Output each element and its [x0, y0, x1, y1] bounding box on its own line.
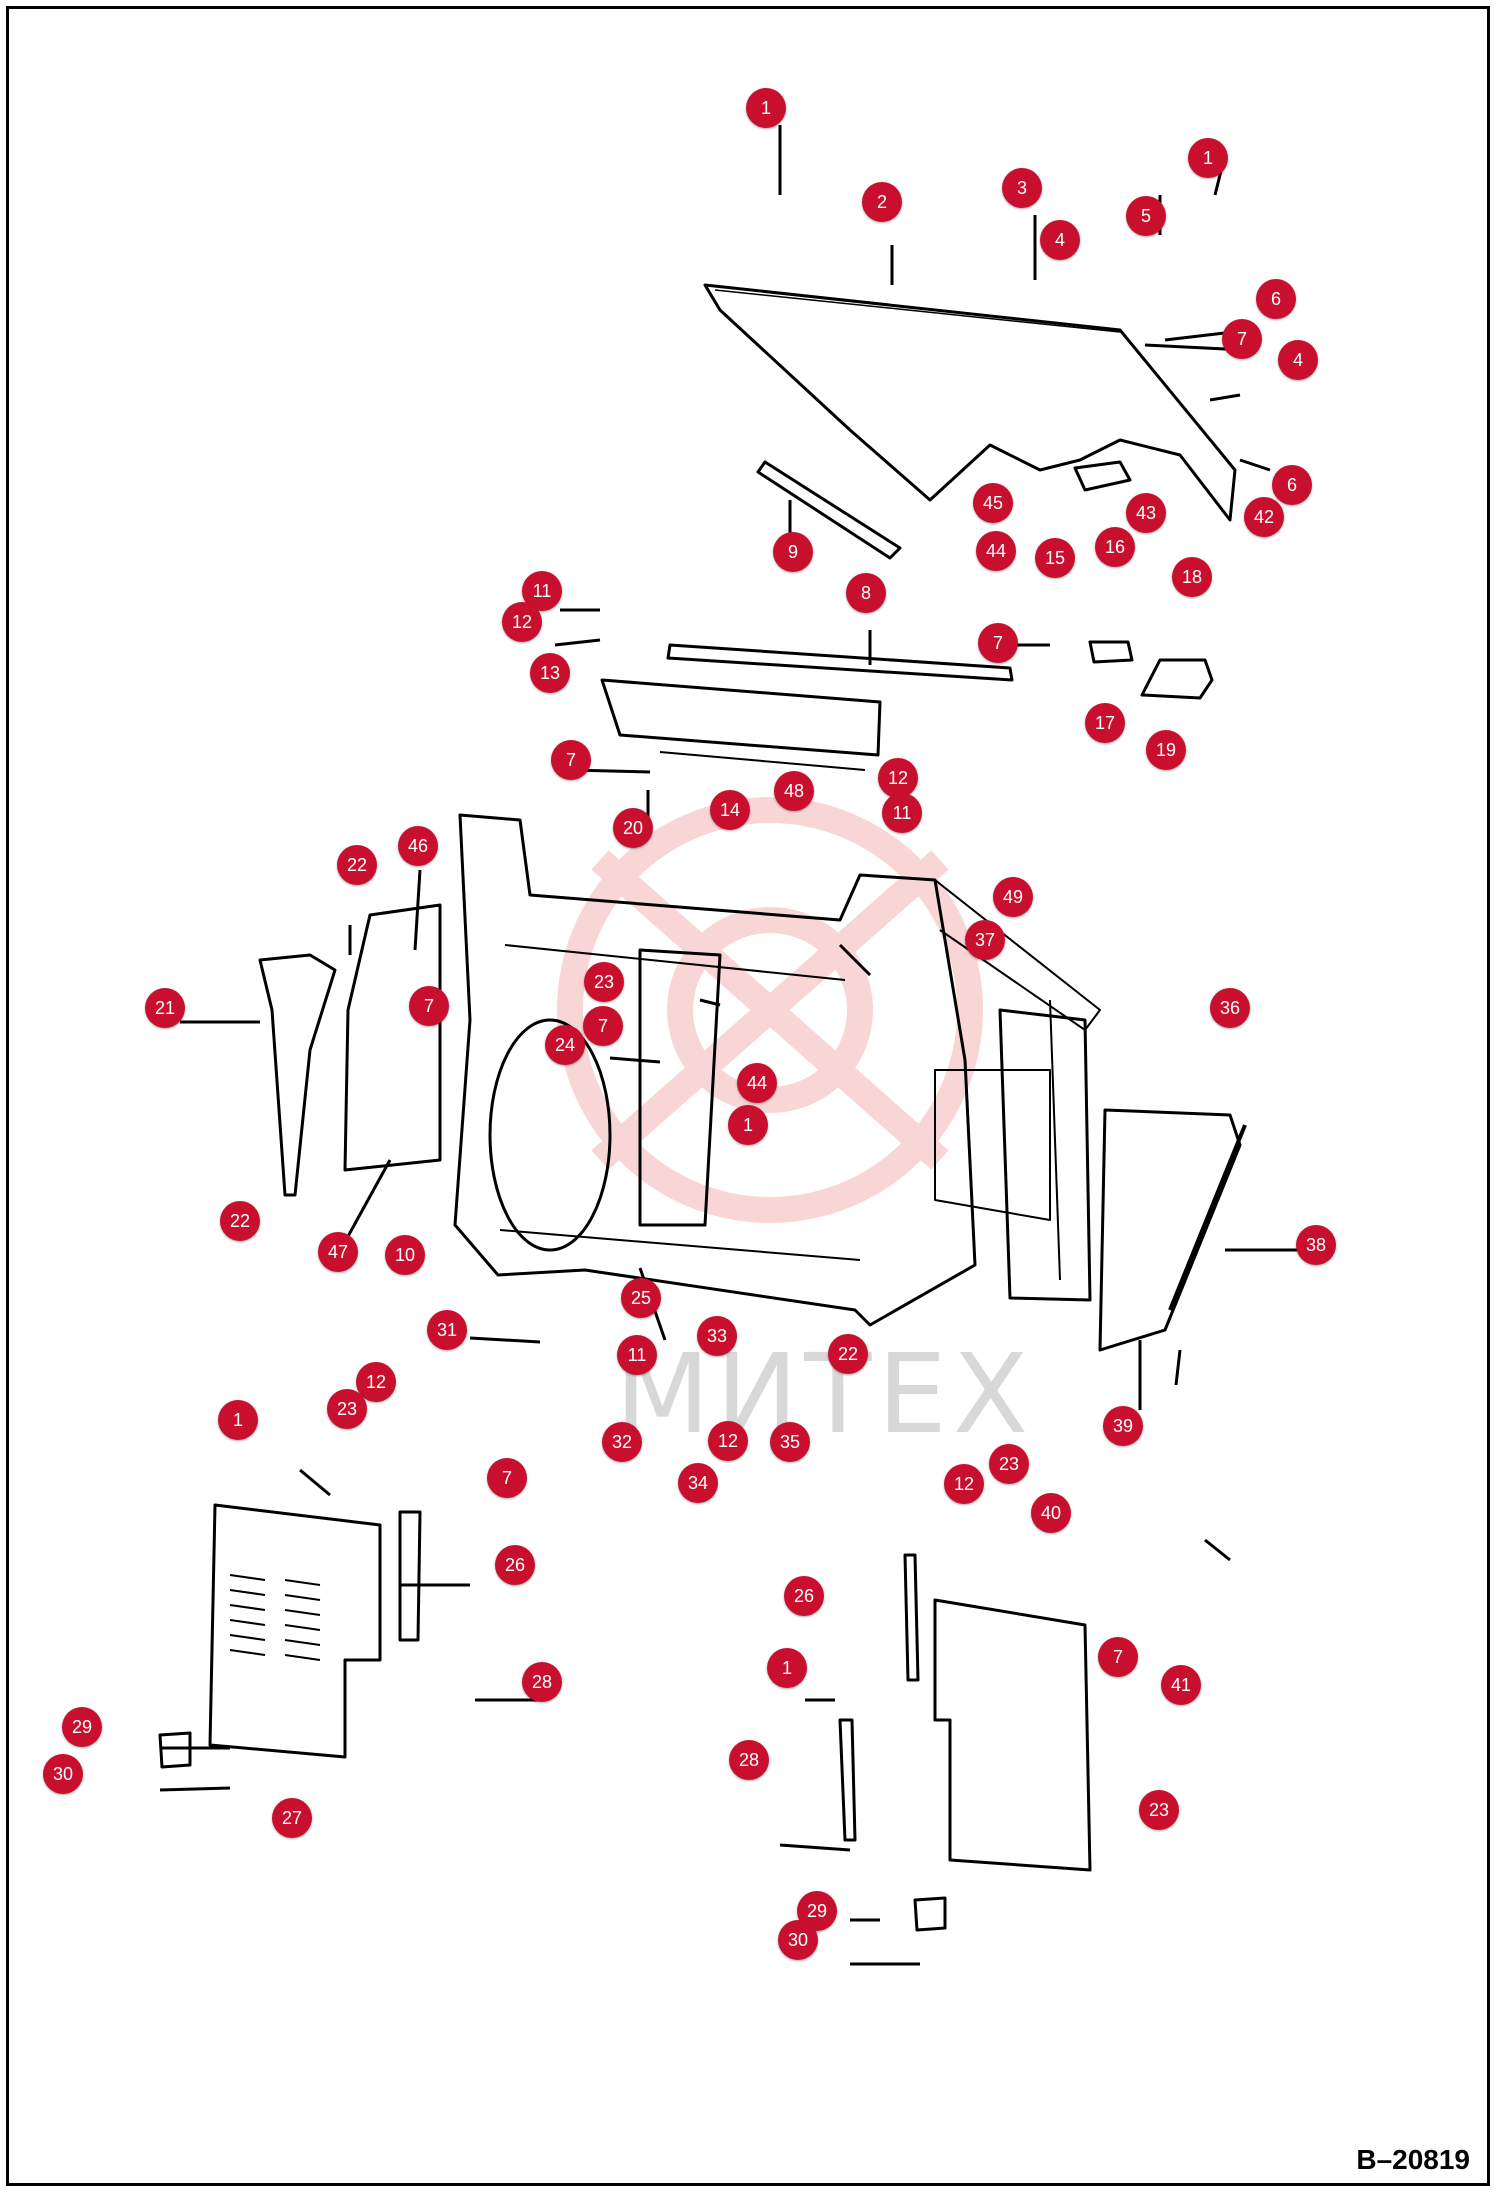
callout-part-1[interactable]: 1: [1188, 138, 1228, 178]
logo-watermark: [557, 797, 983, 1223]
side-panels: [258, 903, 1247, 1352]
callout-part-6[interactable]: 6: [1256, 279, 1296, 319]
callout-part-5[interactable]: 5: [1126, 196, 1166, 236]
callout-part-7[interactable]: 7: [978, 623, 1018, 663]
callout-part-28[interactable]: 28: [729, 1740, 769, 1780]
callout-part-36[interactable]: 36: [1210, 988, 1250, 1028]
callout-part-20[interactable]: 20: [613, 808, 653, 848]
callout-part-7[interactable]: 7: [1098, 1637, 1138, 1677]
callout-part-18[interactable]: 18: [1172, 557, 1212, 597]
callout-part-49[interactable]: 49: [993, 877, 1033, 917]
callout-part-9[interactable]: 9: [773, 532, 813, 572]
callout-part-27[interactable]: 27: [272, 1798, 312, 1838]
callout-part-1[interactable]: 1: [218, 1400, 258, 1440]
callout-part-17[interactable]: 17: [1085, 703, 1125, 743]
drawing-number: B–20819: [1356, 2144, 1470, 2175]
callout-part-44[interactable]: 44: [976, 531, 1016, 571]
callout-part-33[interactable]: 33: [697, 1316, 737, 1356]
callout-part-1[interactable]: 1: [767, 1648, 807, 1688]
callout-part-15[interactable]: 15: [1035, 538, 1075, 578]
callout-part-24[interactable]: 24: [545, 1025, 585, 1065]
callout-part-32[interactable]: 32: [602, 1422, 642, 1462]
callout-part-31[interactable]: 31: [427, 1310, 467, 1350]
callout-part-48[interactable]: 48: [774, 771, 814, 811]
callout-part-23[interactable]: 23: [327, 1389, 367, 1429]
callout-part-7[interactable]: 7: [409, 986, 449, 1026]
callout-part-30[interactable]: 30: [43, 1754, 83, 1794]
left-cover: [158, 1503, 422, 1769]
callout-part-26[interactable]: 26: [784, 1576, 824, 1616]
callout-part-25[interactable]: 25: [621, 1278, 661, 1318]
callout-part-22[interactable]: 22: [220, 1201, 260, 1241]
callout-part-46[interactable]: 46: [398, 826, 438, 866]
callout-part-12[interactable]: 12: [878, 758, 918, 798]
callout-part-37[interactable]: 37: [965, 920, 1005, 960]
callout-part-10[interactable]: 10: [385, 1235, 425, 1275]
main-frame: [453, 813, 1101, 1327]
callout-part-22[interactable]: 22: [337, 845, 377, 885]
callout-part-44[interactable]: 44: [737, 1063, 777, 1103]
callout-part-11[interactable]: 11: [882, 793, 922, 833]
callout-part-43[interactable]: 43: [1126, 493, 1166, 533]
brackets: [1073, 460, 1214, 700]
callout-part-30[interactable]: 30: [778, 1920, 818, 1960]
callout-part-26[interactable]: 26: [495, 1545, 535, 1585]
callout-part-19[interactable]: 19: [1146, 730, 1186, 770]
callout-part-29[interactable]: 29: [62, 1707, 102, 1747]
callout-part-41[interactable]: 41: [1161, 1665, 1201, 1705]
callout-part-1[interactable]: 1: [728, 1105, 768, 1145]
callout-part-42[interactable]: 42: [1244, 497, 1284, 537]
callout-part-6[interactable]: 6: [1272, 465, 1312, 505]
callout-part-11[interactable]: 11: [617, 1335, 657, 1375]
callout-part-40[interactable]: 40: [1031, 1493, 1071, 1533]
top-cover: [703, 283, 1237, 522]
callout-part-12[interactable]: 12: [502, 602, 542, 642]
callout-part-23[interactable]: 23: [1139, 1790, 1179, 1830]
callout-part-13[interactable]: 13: [530, 653, 570, 693]
callout-part-14[interactable]: 14: [710, 790, 750, 830]
callout-part-4[interactable]: 4: [1278, 340, 1318, 380]
callout-part-12[interactable]: 12: [708, 1421, 748, 1461]
right-cover: [838, 1553, 1092, 1932]
callout-part-16[interactable]: 16: [1095, 527, 1135, 567]
callout-part-2[interactable]: 2: [862, 182, 902, 222]
watermark-text: МИТЕХ: [615, 1330, 1035, 1458]
callout-part-45[interactable]: 45: [973, 483, 1013, 523]
callout-part-23[interactable]: 23: [584, 962, 624, 1002]
callout-part-35[interactable]: 35: [770, 1422, 810, 1462]
callout-part-38[interactable]: 38: [1296, 1225, 1336, 1265]
callout-part-8[interactable]: 8: [846, 573, 886, 613]
callout-part-23[interactable]: 23: [989, 1444, 1029, 1484]
callout-part-12[interactable]: 12: [944, 1464, 984, 1504]
callout-part-3[interactable]: 3: [1002, 168, 1042, 208]
callout-part-21[interactable]: 21: [145, 988, 185, 1028]
callout-part-4[interactable]: 4: [1040, 220, 1080, 260]
callout-part-22[interactable]: 22: [828, 1334, 868, 1374]
callout-part-28[interactable]: 28: [522, 1662, 562, 1702]
bars: [600, 460, 1014, 771]
callout-part-12[interactable]: 12: [356, 1362, 396, 1402]
callout-part-34[interactable]: 34: [678, 1463, 718, 1503]
callout-part-7[interactable]: 7: [1222, 319, 1262, 359]
drawing-frame: [6, 6, 1490, 2186]
callout-part-7[interactable]: 7: [551, 740, 591, 780]
callout-part-47[interactable]: 47: [318, 1232, 358, 1272]
callout-part-39[interactable]: 39: [1103, 1406, 1143, 1446]
leader-lines: [159, 125, 1310, 1966]
callout-part-7[interactable]: 7: [487, 1458, 527, 1498]
callout-part-7[interactable]: 7: [583, 1006, 623, 1046]
callout-part-1[interactable]: 1: [746, 88, 786, 128]
